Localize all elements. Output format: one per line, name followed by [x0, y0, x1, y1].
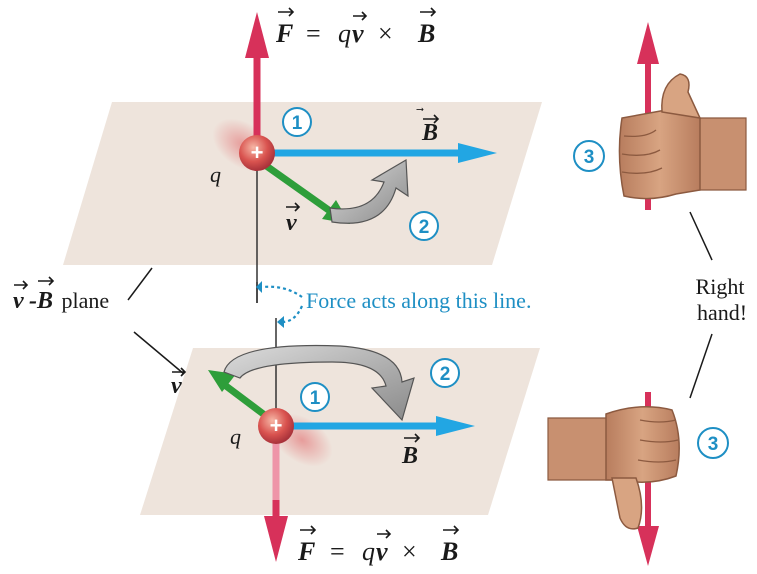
bottom-v-arrowhead [208, 370, 236, 392]
svg-text:q: q [338, 19, 351, 48]
top-step-1-badge: 1 [282, 107, 312, 137]
right-hand-label: Right hand! [689, 211, 747, 399]
top-equation: F = q v × B [275, 7, 437, 48]
svg-text:=: = [306, 19, 321, 48]
svg-text:×: × [378, 19, 393, 48]
svg-text:v: v [171, 373, 182, 399]
svg-text:B: B [440, 537, 458, 566]
svg-text:F: F [297, 537, 315, 566]
force-line-label: Force acts along this line. [306, 288, 531, 313]
top-v-label: v [286, 202, 301, 236]
plus-charge-icon [239, 135, 275, 171]
svg-text:2: 2 [419, 217, 430, 238]
hand-step-3-badge-top: 3 [573, 140, 605, 172]
svg-text:B: B [417, 19, 435, 48]
vb-plane-leader-bottom [133, 331, 185, 375]
svg-text:=: = [330, 537, 345, 566]
svg-text:plane: plane [56, 288, 109, 313]
top-charge: + [239, 135, 275, 171]
vector-overarrow [300, 525, 317, 535]
top-v-arrow [262, 162, 333, 214]
vector-overarrow [420, 7, 437, 17]
vb-plane-label: v - B plane [13, 267, 185, 375]
svg-text:B: B [421, 120, 438, 146]
bottom-charge: + [258, 408, 294, 444]
vector-overarrow [377, 529, 392, 539]
svg-text:B: B [36, 288, 53, 314]
top-force-arrowhead [245, 12, 269, 58]
bottom-plane [140, 348, 540, 515]
bottom-charge-sign: + [270, 413, 283, 438]
bottom-equation: F = q v × B [297, 525, 460, 566]
bottom-v-label: v [171, 367, 187, 399]
right-hand-thumb-down-icon [547, 392, 680, 566]
vector-overarrow [353, 11, 368, 21]
svg-text:B: B [401, 443, 418, 469]
svg-text:Right: Right [696, 274, 745, 299]
top-charge-sign: + [251, 140, 264, 165]
bottom-step-1-badge: 1 [300, 382, 330, 412]
bottom-curl-arrow-icon [223, 344, 415, 422]
svg-text:v: v [286, 210, 297, 236]
plus-charge-icon [258, 408, 294, 444]
svg-text:v: v [13, 288, 24, 314]
svg-text:v: v [376, 537, 388, 566]
top-panel: + q B ⃗ v 1 2 [63, 12, 542, 303]
top-b-arrowhead [458, 143, 497, 163]
top-curl-arrow-icon [329, 158, 409, 224]
svg-text:1: 1 [292, 113, 303, 134]
svg-text:hand!: hand! [697, 300, 747, 325]
bottom-panel: + q v B 1 2 [140, 318, 540, 562]
svg-text:×: × [402, 537, 417, 566]
svg-text:3: 3 [708, 434, 719, 455]
hand-step-3-badge-bottom: 3 [697, 427, 729, 459]
force-line-callout: Force acts along this line. [256, 281, 531, 328]
vector-overarrow [14, 280, 29, 290]
top-step-2-badge: 2 [409, 211, 439, 241]
svg-text:3: 3 [584, 147, 595, 168]
vector-overarrow [38, 276, 55, 286]
vector-overarrow [286, 202, 301, 212]
svg-text:1: 1 [310, 388, 321, 409]
svg-text:F: F [275, 19, 293, 48]
svg-text:q: q [362, 537, 375, 566]
right-hand-thumb-up-icon [618, 22, 747, 210]
svg-text:2: 2 [440, 364, 451, 385]
vector-overarrow [404, 433, 421, 443]
svg-text:v: v [352, 19, 364, 48]
bottom-b-label: B [401, 433, 421, 469]
vector-overarrow [278, 7, 295, 17]
top-q-label: q [210, 162, 221, 187]
bottom-v-arrow [223, 383, 269, 419]
vector-overarrow [443, 525, 460, 535]
svg-text:-: - [29, 288, 37, 314]
vb-plane-leader-top [127, 267, 153, 301]
bottom-force-arrowhead [264, 516, 288, 562]
vector-overarrow [172, 367, 187, 377]
vector-overarrow [423, 114, 440, 124]
bottom-q-label: q [230, 424, 241, 449]
bottom-b-arrowhead [436, 416, 475, 436]
bottom-step-2-badge: 2 [430, 358, 460, 388]
